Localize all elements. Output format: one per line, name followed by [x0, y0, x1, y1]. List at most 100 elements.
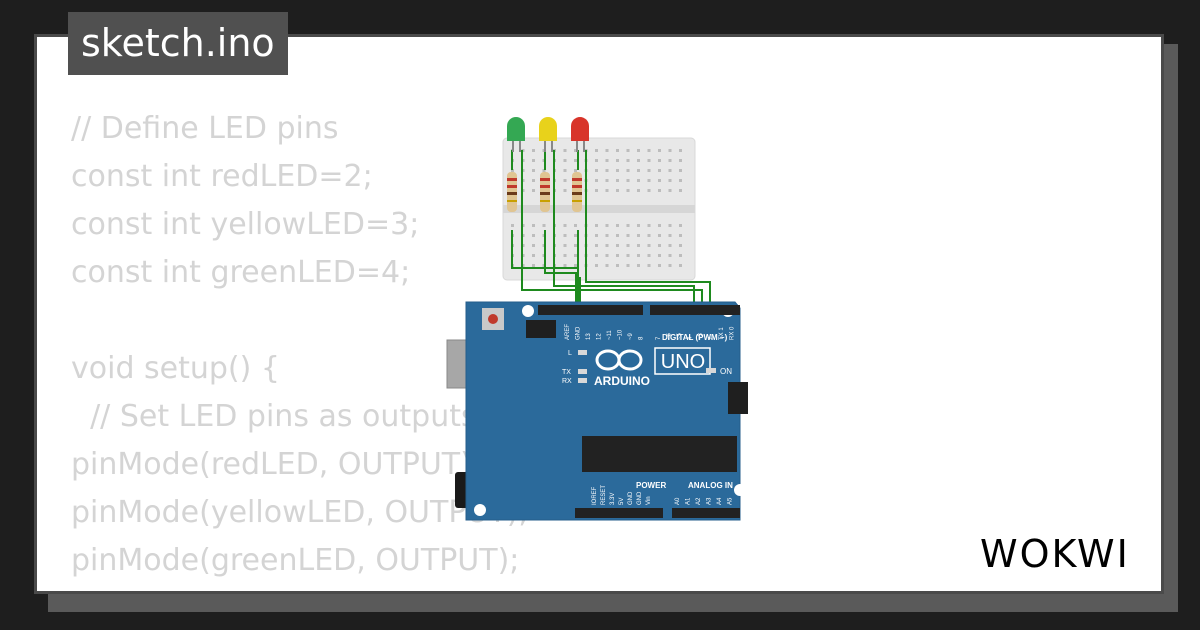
power-label: POWER — [636, 481, 666, 490]
breadboard-hole — [532, 159, 535, 162]
breadboard-hole — [605, 264, 609, 267]
breadboard-hole — [563, 264, 567, 267]
breadboard-hole — [563, 254, 567, 257]
power-pin-label: 3.3V — [610, 493, 616, 505]
breadboard-hole — [626, 224, 630, 227]
breadboard-hole — [668, 264, 672, 267]
breadboard-hole — [658, 254, 661, 257]
code-preview: // Define LED pins const int redLED=2; c… — [71, 105, 529, 591]
led-label-rx: RX — [562, 378, 572, 385]
digital-pin-label: ~6 — [667, 332, 673, 340]
wire-pin4 — [521, 150, 703, 312]
digital-header-label: DIGITAL (PWM ~) — [662, 333, 728, 342]
led-yellow[interactable] — [539, 117, 557, 152]
breadboard-hole — [532, 224, 535, 227]
sketch-filename-tab: sketch.ino — [68, 12, 288, 75]
breadboard-hole — [574, 224, 577, 227]
breadboard-hole — [563, 234, 567, 237]
led-red[interactable] — [571, 117, 589, 152]
wokwi-logo-text: WOKWI — [980, 532, 1130, 576]
breadboard-hole — [574, 149, 577, 152]
breadboard-hole — [595, 224, 598, 227]
breadboard-hole — [658, 224, 661, 227]
breadboard-hole — [679, 179, 682, 182]
breadboard-hole — [658, 179, 661, 182]
breadboard-hole — [658, 264, 661, 267]
breadboard-hole — [605, 159, 609, 162]
breadboard-hole — [616, 189, 619, 192]
breadboard-hole — [668, 169, 672, 172]
digital-pin-label: 7 — [656, 336, 662, 340]
breadboard-hole — [574, 254, 577, 257]
breadboard-hole — [668, 244, 672, 247]
breadboard-hole — [616, 149, 619, 152]
breadboard-hole — [532, 169, 535, 172]
breadboard-hole — [647, 224, 651, 227]
breadboard-hole — [595, 234, 598, 237]
breadboard-hole — [616, 179, 619, 182]
breadboard-hole — [563, 149, 567, 152]
breadboard-hole — [668, 224, 672, 227]
breadboard-hole — [637, 169, 640, 172]
breadboard-hole — [658, 189, 661, 192]
digital-pin-label: ~9 — [628, 332, 634, 340]
breadboard-hole — [626, 244, 630, 247]
resistor — [507, 172, 517, 212]
board-model-label: UNO — [661, 351, 705, 373]
breadboard-hole — [647, 159, 651, 162]
breadboard-hole — [647, 254, 651, 257]
breadboard-hole — [532, 244, 535, 247]
power-pin-label: RESET — [601, 485, 607, 505]
breadboard-hole — [637, 234, 640, 237]
arduino-logo-icon — [595, 349, 643, 371]
code-line: // Define LED pins — [71, 111, 339, 146]
breadboard-hole — [668, 189, 672, 192]
circuit-diagram: UNO ARDUINO DIGITAL (PWM ~) POWER ANALOG… — [446, 117, 748, 521]
wire-yellow-led — [544, 230, 577, 310]
breadboard-hole — [626, 254, 630, 257]
breadboard-hole — [616, 224, 619, 227]
digital-pin-label: ~11 — [607, 330, 613, 340]
breadboard-hole — [605, 234, 609, 237]
analog-pin-label: A4 — [717, 497, 723, 505]
breadboard-hole — [616, 234, 619, 237]
breadboard-hole — [563, 179, 567, 182]
breadboard-hole — [511, 224, 514, 227]
breadboard-hole — [605, 169, 609, 172]
analog-label: ANALOG IN — [688, 481, 733, 490]
breadboard-hole — [668, 234, 672, 237]
breadboard-hole — [679, 189, 682, 192]
code-line: const int yellowLED=3; — [71, 207, 420, 242]
breadboard-hole — [605, 189, 609, 192]
breadboard-hole — [605, 254, 609, 257]
digital-pin-label: ~3 — [698, 332, 704, 340]
breadboard-hole — [532, 189, 535, 192]
code-line: void setup() { — [71, 351, 280, 386]
digital-pin-label: RX 0 — [730, 326, 736, 340]
breadboard-hole — [637, 254, 640, 257]
breadboard-hole — [637, 149, 640, 152]
microcontroller-chip — [582, 436, 737, 472]
digital-pin-label: ~5 — [677, 332, 683, 340]
led-green[interactable] — [507, 117, 525, 152]
power-pin-label: GND — [628, 491, 634, 505]
breadboard-hole — [532, 234, 535, 237]
breadboard-hole — [668, 179, 672, 182]
breadboard-hole — [647, 149, 651, 152]
breadboard-hole — [658, 149, 661, 152]
breadboard-hole — [574, 169, 577, 172]
breadboard-hole — [647, 189, 651, 192]
breadboard-hole — [532, 149, 535, 152]
breadboard-hole — [637, 179, 640, 182]
code-line: pinMode(redLED, OUTPUT); — [71, 447, 482, 482]
digital-pin-label: 12 — [597, 333, 603, 340]
breadboard-hole — [605, 179, 609, 182]
breadboard-hole — [658, 169, 661, 172]
breadboard-hole — [647, 234, 651, 237]
breadboard-hole — [595, 189, 598, 192]
breadboard-hole — [616, 159, 619, 162]
breadboard-hole — [595, 149, 598, 152]
breadboard-hole — [679, 254, 682, 257]
analog-pin-label: A2 — [696, 497, 702, 505]
breadboard-hole — [626, 234, 630, 237]
